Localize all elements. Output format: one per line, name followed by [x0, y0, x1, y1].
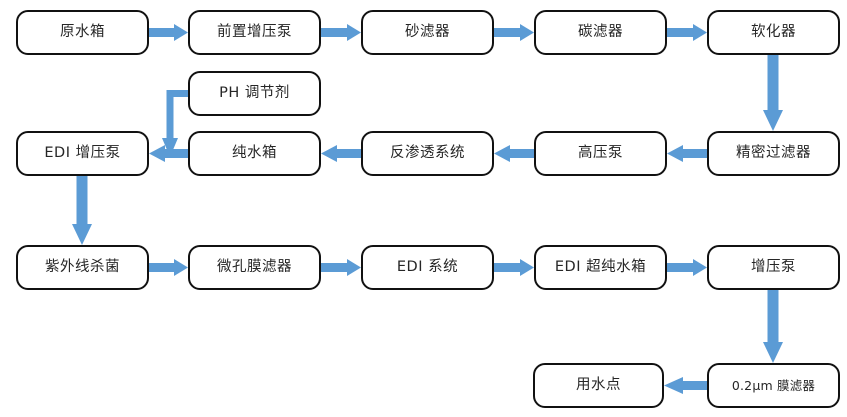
node-uv-sterilizer[interactable]: 紫外线杀菌	[16, 245, 149, 290]
arrow-ro-to-puretank	[321, 145, 361, 162]
node-pure-water-tank[interactable]: 纯水箱	[188, 131, 321, 176]
node-edi-booster-pump[interactable]: EDI 增压泵	[16, 131, 149, 176]
node-micropore-filter[interactable]: 微孔膜滤器	[188, 245, 321, 290]
node-label: 碳滤器	[578, 23, 623, 40]
arrow-membrane-to-pou	[664, 377, 707, 394]
node-label: EDI 超纯水箱	[554, 258, 647, 275]
node-label: 高压泵	[578, 144, 623, 161]
node-label: EDI 系统	[396, 258, 459, 275]
arrow-raw-to-prepump	[149, 24, 188, 41]
node-label: 增压泵	[751, 258, 796, 275]
node-label: 原水箱	[60, 23, 105, 40]
arrow-carbon-to-softener	[667, 24, 707, 41]
arrow-ph-to-line	[162, 90, 188, 157]
arrow-puretank-to-edipump	[149, 145, 188, 162]
arrow-edi-to-ultratank	[494, 259, 534, 276]
node-label: 软化器	[751, 23, 796, 40]
node-raw-water-tank[interactable]: 原水箱	[16, 10, 149, 55]
node-precision-filter[interactable]: 精密过滤器	[707, 131, 840, 176]
node-booster-pump[interactable]: 增压泵	[707, 245, 840, 290]
node-softener[interactable]: 软化器	[707, 10, 840, 55]
node-pre-booster-pump[interactable]: 前置增压泵	[188, 10, 321, 55]
arrow-sand-to-carbon	[494, 24, 534, 41]
node-label: 精密过滤器	[736, 144, 811, 161]
arrow-uv-to-micropore	[149, 259, 188, 276]
node-label: 用水点	[576, 376, 621, 393]
node-label: 砂滤器	[405, 23, 450, 40]
node-edi-ultrapure-tank[interactable]: EDI 超纯水箱	[534, 245, 667, 290]
arrow-softener-to-precision	[763, 55, 783, 131]
node-label: 紫外线杀菌	[45, 258, 120, 275]
arrow-precision-to-hp	[667, 145, 707, 162]
node-label: EDI 增压泵	[44, 144, 121, 161]
arrow-prepump-to-sand	[321, 24, 361, 41]
node-label: 0.2μm 膜滤器	[731, 377, 816, 393]
node-edi-system[interactable]: EDI 系统	[361, 245, 494, 290]
node-label: 反渗透系统	[390, 144, 465, 161]
node-carbon-filter[interactable]: 碳滤器	[534, 10, 667, 55]
arrow-edipump-to-uv	[72, 176, 92, 245]
arrow-micropore-to-edi	[321, 259, 361, 276]
node-label: 纯水箱	[232, 144, 277, 161]
node-label: 前置增压泵	[217, 23, 292, 40]
node-membrane-filter-02um[interactable]: 0.2μm 膜滤器	[707, 363, 840, 408]
node-ph-adjuster[interactable]: PH 调节剂	[188, 71, 321, 116]
node-ro-system[interactable]: 反渗透系统	[361, 131, 494, 176]
arrow-ultratank-to-booster	[667, 259, 707, 276]
node-label: 微孔膜滤器	[217, 258, 292, 275]
node-point-of-use[interactable]: 用水点	[533, 363, 664, 408]
arrow-booster-to-membrane	[763, 290, 783, 363]
node-label: PH 调节剂	[219, 84, 290, 101]
node-high-pressure-pump[interactable]: 高压泵	[534, 131, 667, 176]
node-sand-filter[interactable]: 砂滤器	[361, 10, 494, 55]
arrow-hp-to-ro	[494, 145, 534, 162]
